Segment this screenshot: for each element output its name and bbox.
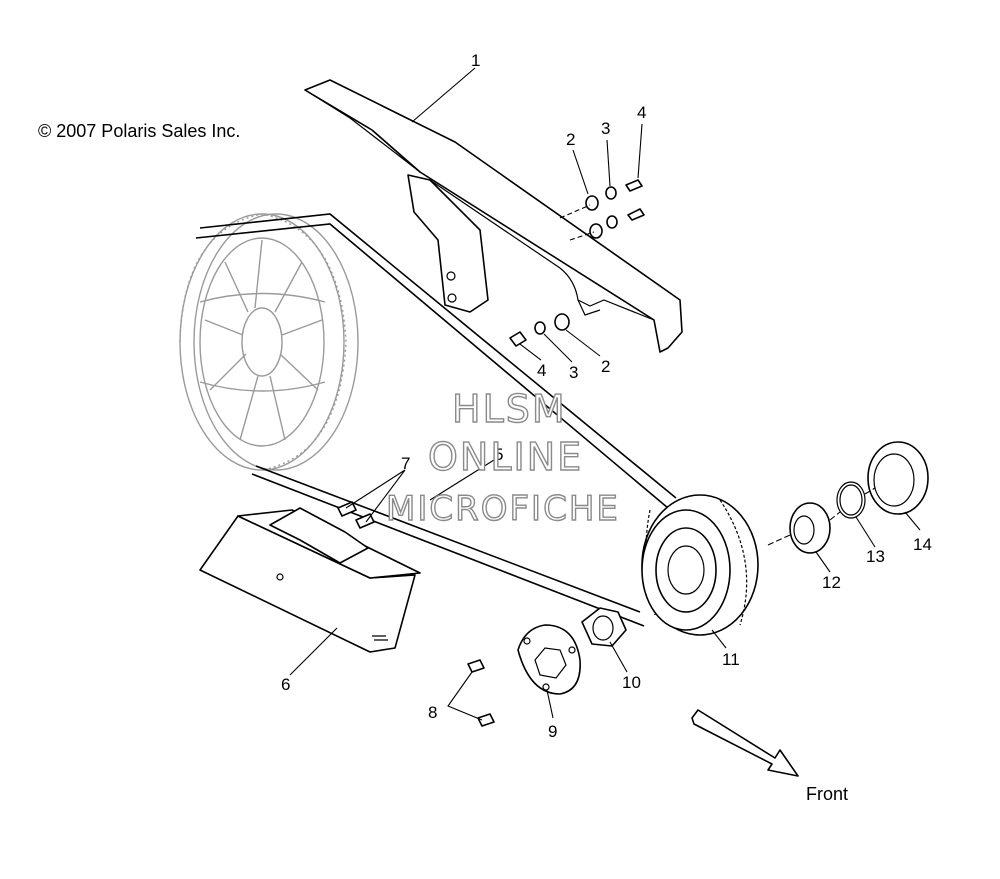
front-sprocket — [641, 494, 759, 636]
callout-14: 14 — [913, 535, 932, 554]
callout-1: 1 — [471, 51, 480, 70]
callout-4-upper: 4 — [637, 103, 646, 122]
front-label: Front — [806, 784, 848, 804]
lock-plate — [517, 624, 581, 695]
callout-4-lower: 4 — [537, 361, 546, 380]
rear-wheel-pulley — [179, 213, 359, 471]
lock-nut — [581, 607, 627, 647]
watermark-line-3: MICROFICHE — [386, 489, 620, 529]
callout-9: 9 — [548, 722, 557, 741]
watermark-line-2: ONLINE — [428, 435, 583, 479]
callout-8: 8 — [428, 703, 437, 722]
watermark-line-1: HLSM — [452, 387, 567, 431]
upper-belt-guard — [304, 79, 683, 353]
drive-belt — [195, 213, 677, 627]
guard-hardware-lower — [509, 313, 570, 347]
lower-belt-guard — [199, 507, 421, 653]
copyright-text: © 2007 Polaris Sales Inc. — [38, 121, 240, 141]
sprocket-bearing — [789, 502, 831, 554]
front-direction-arrow — [691, 709, 799, 777]
callout-10: 10 — [622, 673, 641, 692]
guard-hardware-upper — [559, 179, 645, 241]
callout-11: 11 — [722, 650, 740, 669]
callout-2-upper: 2 — [566, 130, 575, 149]
seal — [767, 441, 929, 546]
callout-3-upper: 3 — [601, 119, 610, 138]
callout-3-lower: 3 — [569, 363, 578, 382]
leader-lines — [289, 67, 921, 721]
callout-5: 5 — [494, 445, 503, 464]
watermark: HLSM ONLINE MICROFICHE — [385, 386, 620, 529]
callout-7: 7 — [401, 454, 410, 473]
retaining-ring — [836, 481, 866, 519]
screws — [467, 659, 495, 727]
callout-2-lower: 2 — [601, 357, 610, 376]
callout-6: 6 — [281, 675, 290, 694]
callout-13: 13 — [866, 547, 885, 566]
callout-12: 12 — [822, 573, 841, 592]
